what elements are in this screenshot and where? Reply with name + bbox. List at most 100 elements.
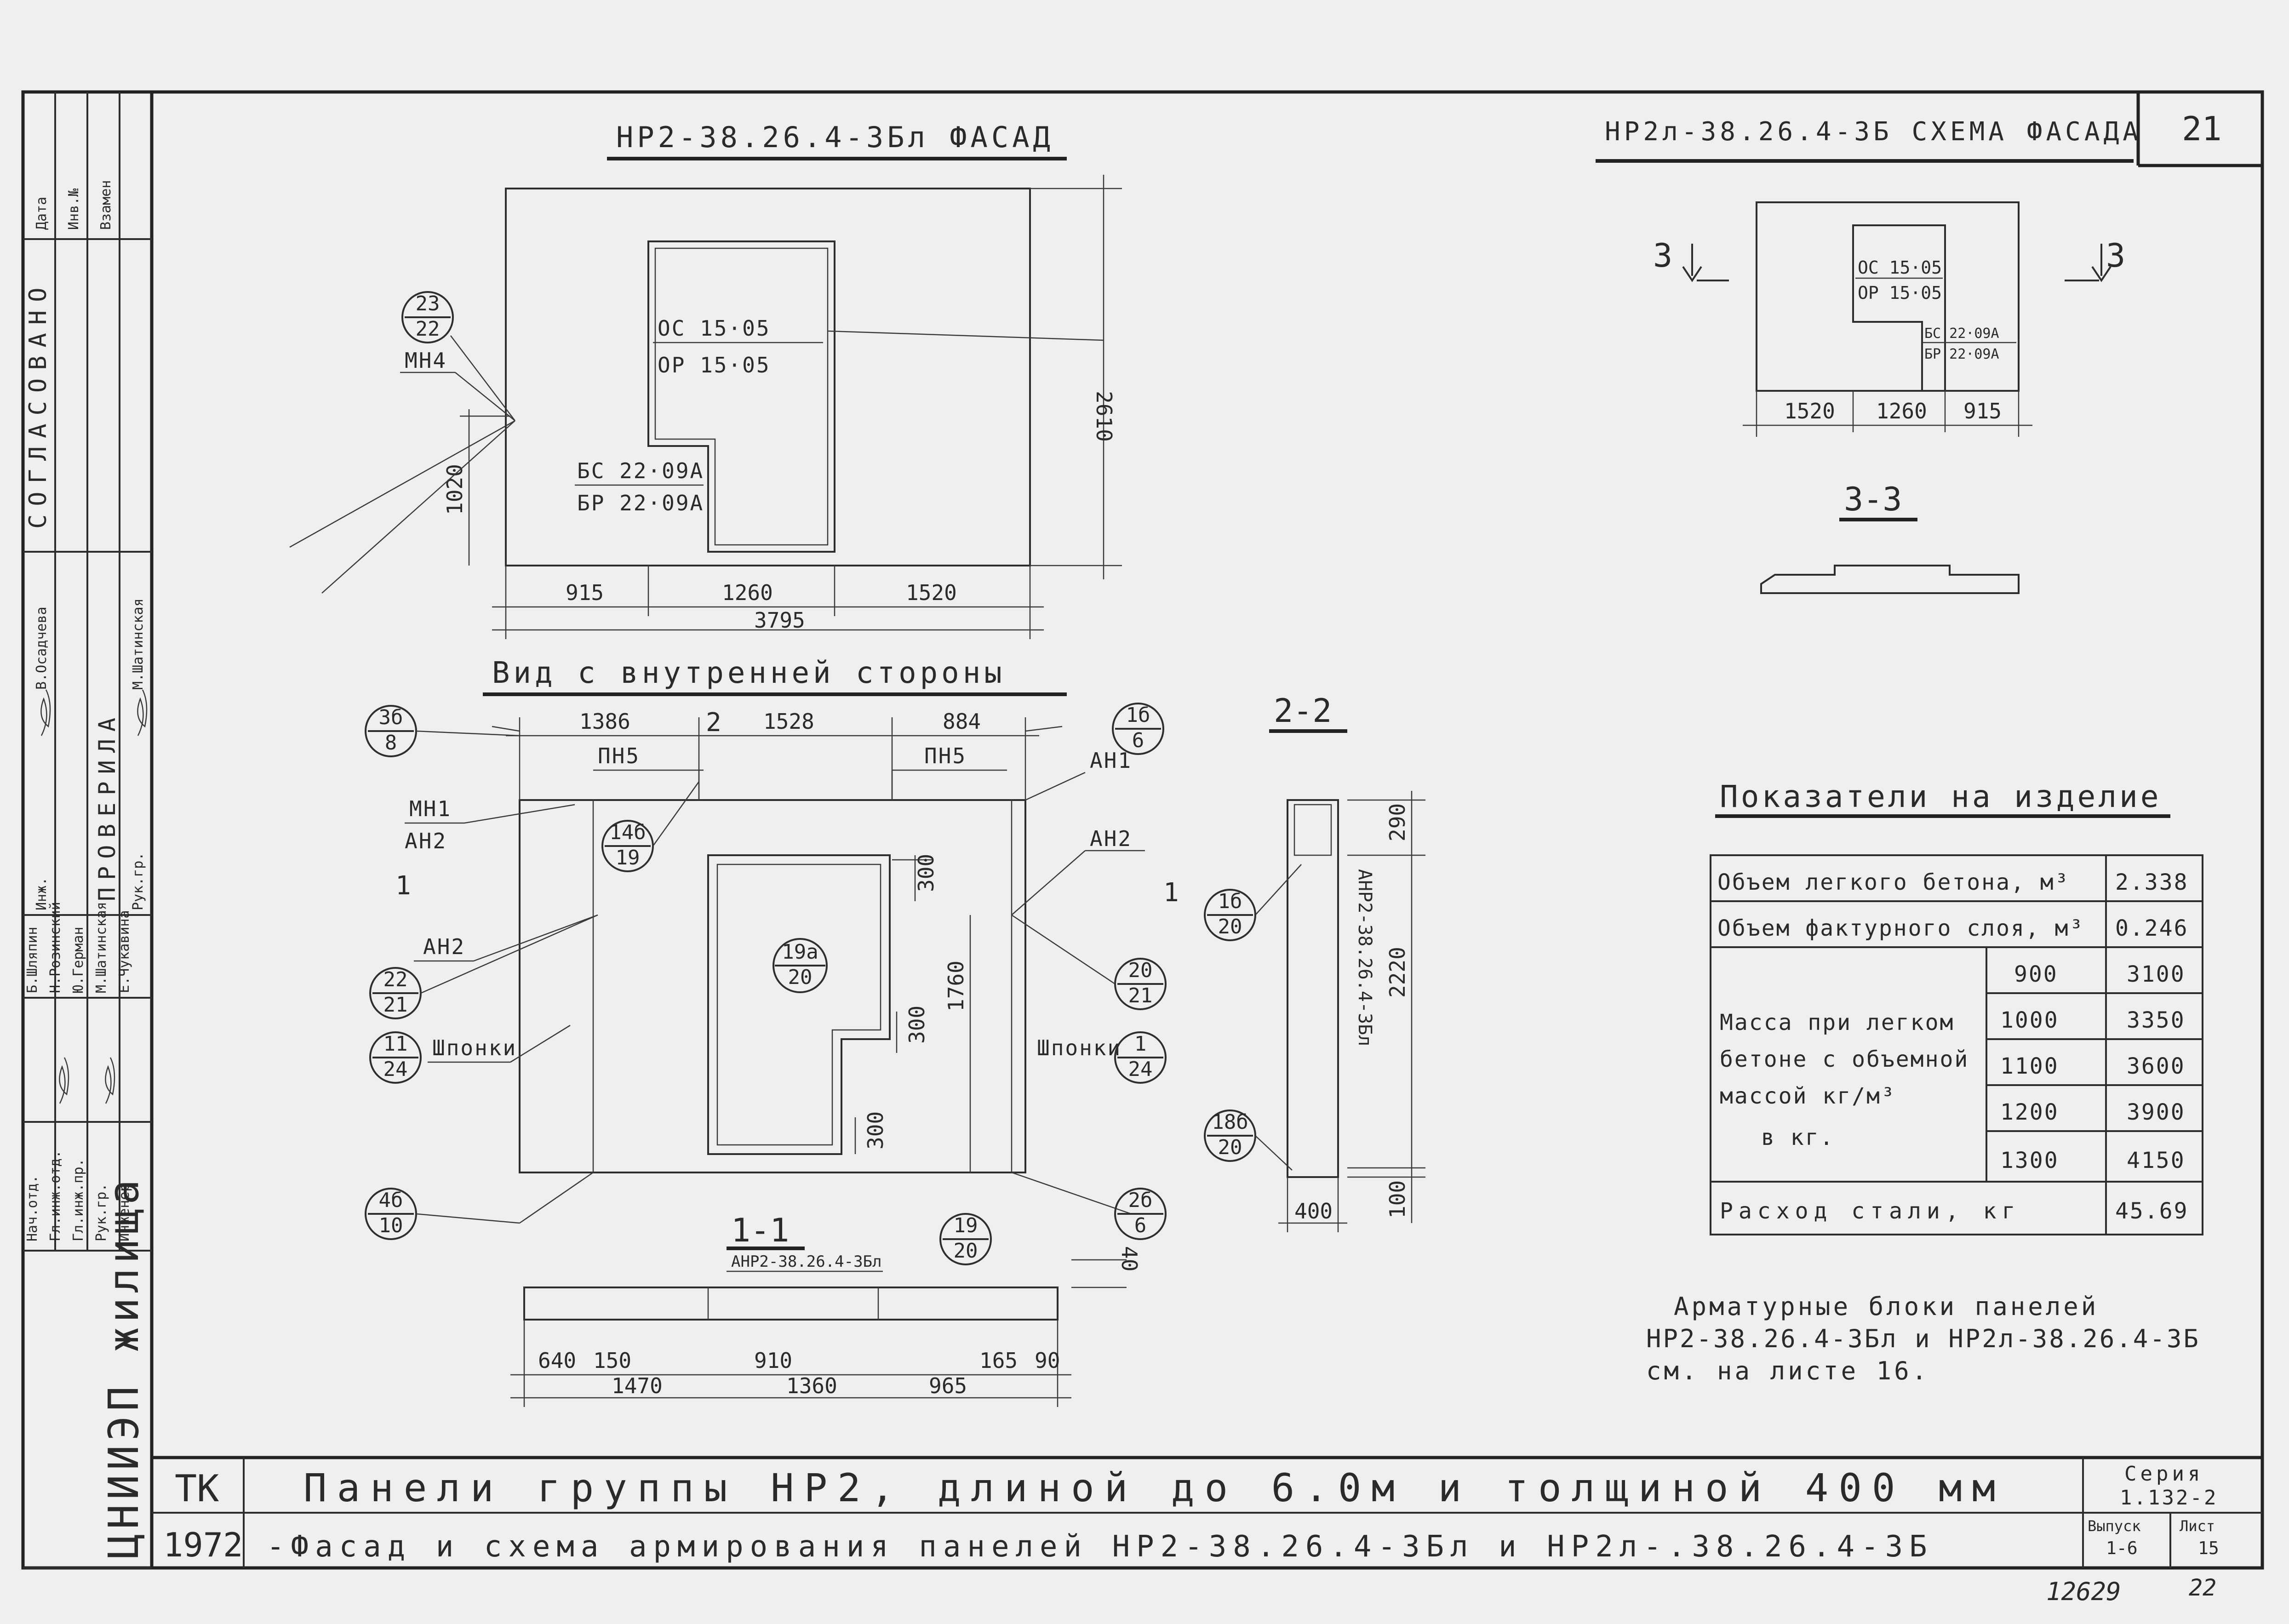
sheet-frame (21, 90, 2264, 1570)
side-header-date: Дата (34, 197, 50, 230)
section-11-dim-bottom-1: 1470 (612, 1373, 663, 1398)
section-11-dim-top-2: 150 (593, 1348, 631, 1373)
callout-2b6: 2б 6 (1114, 1188, 1167, 1240)
sheet-number: 21 (2182, 109, 2222, 148)
signature-3 (59, 1057, 69, 1104)
callout-18b-20-top: 18б (1212, 1110, 1248, 1134)
side-rukgr: Рук.гр. (130, 852, 146, 910)
indicators-row-2-label: Объем фактурного слоя, м³ (1717, 915, 2084, 941)
facade-opening-top: ОС 15·05 (658, 316, 771, 341)
stamp-sheet-label: Лист (2180, 1517, 2215, 1535)
facade-dim-1: 915 (566, 580, 604, 605)
indicators-table: Показатели на изделие Объем легкого бето… (1710, 779, 2203, 1235)
stamp-series-label: Серия (2124, 1462, 2203, 1486)
section-11-title: 1-1 (731, 1212, 789, 1249)
section-22-dim-1: 290 (1385, 803, 1410, 841)
inside-dim-top-1: 1386 (579, 709, 630, 734)
inside-dim-right-4: 1760 (944, 961, 968, 1012)
facade-dim-3: 1520 (906, 580, 957, 605)
mass-value-5: 4150 (2127, 1148, 2186, 1173)
callout-19-20: 19 20 (939, 1213, 992, 1265)
callout-1-24: 1 24 (1114, 1031, 1167, 1084)
archive-number: 12629 (2046, 1577, 2121, 1606)
note-line-1: Арматурные блоки панелей (1674, 1292, 2099, 1321)
section-11-dim-top-1: 640 (538, 1348, 576, 1373)
scheme-section-title: 3-3 (1844, 480, 1902, 518)
callout-11-24: 11 24 (369, 1031, 422, 1084)
mass-density-5: 1300 (2000, 1148, 2059, 1173)
indicators-row-1-value: 2.338 (2115, 869, 2189, 895)
scheme-section-left: 3 (1653, 237, 1672, 274)
inside-label-an1: АН1 (1090, 748, 1132, 773)
callout-14b19-bottom: 19 (616, 846, 640, 869)
scheme-dim-1: 1520 (1784, 399, 1835, 423)
mass-value-3: 3600 (2127, 1053, 2186, 1079)
inside-dim-right-2: 300 (904, 1006, 929, 1044)
side-role-2: Гл.инж.отд. (47, 1150, 63, 1241)
facade-callout-top: 23 (416, 292, 440, 315)
title-block: ТК 1972 Панели группы НР2, длиной до 6.0… (152, 1456, 2262, 1568)
side-name-4: М.Шатинская (93, 902, 109, 993)
facade-door-top: БС 22·09А (577, 458, 704, 483)
side-eng-name: В.Осадчева (34, 606, 50, 690)
section-2-2: 2-2 АНР2-38.26.4-3Бл 290 2220 100 400 1б… (1204, 692, 1425, 1232)
facade-dim-left: 1020 (442, 464, 467, 515)
callout-1b-20-top: 1б (1218, 890, 1242, 913)
inside-pn-left: ПН5 (598, 743, 640, 768)
scheme-dim-2: 1260 (1876, 399, 1927, 423)
scheme-dim-3: 915 (1963, 399, 2002, 423)
side-stamp-block: СОГЛАСОВАНО ПРОВЕРИЛА Дата Инв.№ Взамен … (23, 92, 152, 1569)
indicators-row-1-label: Объем легкого бетона, м³ (1717, 869, 2070, 895)
callout-22-21: 22 21 (369, 914, 598, 1019)
side-checked: ПРОВЕРИЛА (94, 710, 120, 901)
scheme-door-top: БС 22·09А (1924, 326, 1999, 342)
facade-dim-height: 2610 (1092, 391, 1116, 442)
callout-22-21-bottom: 21 (383, 993, 408, 1017)
callout-19-20-top: 19 (954, 1214, 978, 1237)
section-22-dim-bottom: 400 (1294, 1199, 1333, 1224)
scheme-door-bottom: БР 22·09А (1924, 346, 1999, 362)
indicators-title: Показатели на изделие (1720, 779, 2161, 814)
stamp-title-1: Панели группы НР2, длиной до 6.0м и толщ… (303, 1465, 2005, 1510)
callout-11-24-top: 11 (383, 1032, 408, 1056)
inside-dim-right-1: 300 (914, 854, 938, 892)
stamp-issue-value: 1-6 (2106, 1538, 2138, 1558)
facade-drawing: НР2-38.26.4-3Бл ФАСАД ОС 15·05 ОР 15·05 … (289, 120, 1122, 639)
mass-density-4: 1200 (2000, 1099, 2059, 1125)
callout-20-21: 20 21 (1011, 914, 1167, 1010)
section-22-dim-2: 2220 (1385, 947, 1410, 998)
callout-3b8-top: 3б (379, 706, 403, 729)
callout-1-24-top: 1 (1134, 1032, 1147, 1056)
callout-4b10-bottom: 10 (379, 1214, 403, 1237)
section-11-dim-top-5: 90 (1035, 1348, 1060, 1373)
callout-18b-20-bottom: 20 (1218, 1136, 1242, 1159)
side-role-4: Рук.гр. (93, 1184, 109, 1241)
section-11-dim-right: 40 (1117, 1246, 1142, 1271)
inside-label-mn1: МН1 (409, 796, 452, 821)
facade-opening-bottom: ОР 15·05 (658, 353, 771, 377)
signature-4 (105, 1057, 115, 1104)
inside-pn-right: ПН5 (924, 743, 967, 768)
org-name: ЦНИИЭП жилища (100, 1175, 148, 1559)
mass-density-2: 1000 (2000, 1007, 2059, 1033)
section-1-1: 1-1 АНР2-38.26.4-3Бл 19 20 40 640 150 91… (510, 1212, 1142, 1407)
callout-1b6-bottom: 6 (1132, 729, 1144, 752)
org-block: ЦНИИЭП жилища (100, 1175, 148, 1559)
signature-1 (40, 689, 51, 736)
stamp-code: ТК (175, 1467, 219, 1510)
facade-title: НР2-38.26.4-3Бл ФАСАД (616, 120, 1054, 154)
scheme-title: НР2л-38.26.4-3Б СХЕМА ФАСАДА (1605, 117, 2142, 147)
inside-view: Вид с внутренней стороны 1386 1528 884 2… (365, 656, 1179, 1240)
side-name-5: Е.Чукавина (116, 910, 132, 993)
side-role-5: Инженер (116, 1184, 132, 1241)
scheme-drawing: НР2л-38.26.4-3Б СХЕМА ФАСАДА ОС 15·05 ОР… (1596, 117, 2142, 594)
inside-dim-top-3: 884 (943, 709, 981, 734)
inside-label-an2-b: АН2 (423, 934, 465, 959)
callout-1-24-bottom: 24 (1128, 1058, 1153, 1081)
callout-4b10-top: 4б (379, 1189, 403, 1212)
inside-section-mark-2: 2 (706, 708, 721, 738)
facade-dim-total: 3795 (754, 608, 805, 633)
callout-14b19: 14б 19 (601, 781, 700, 872)
callout-3b8-bottom: 8 (385, 731, 397, 755)
